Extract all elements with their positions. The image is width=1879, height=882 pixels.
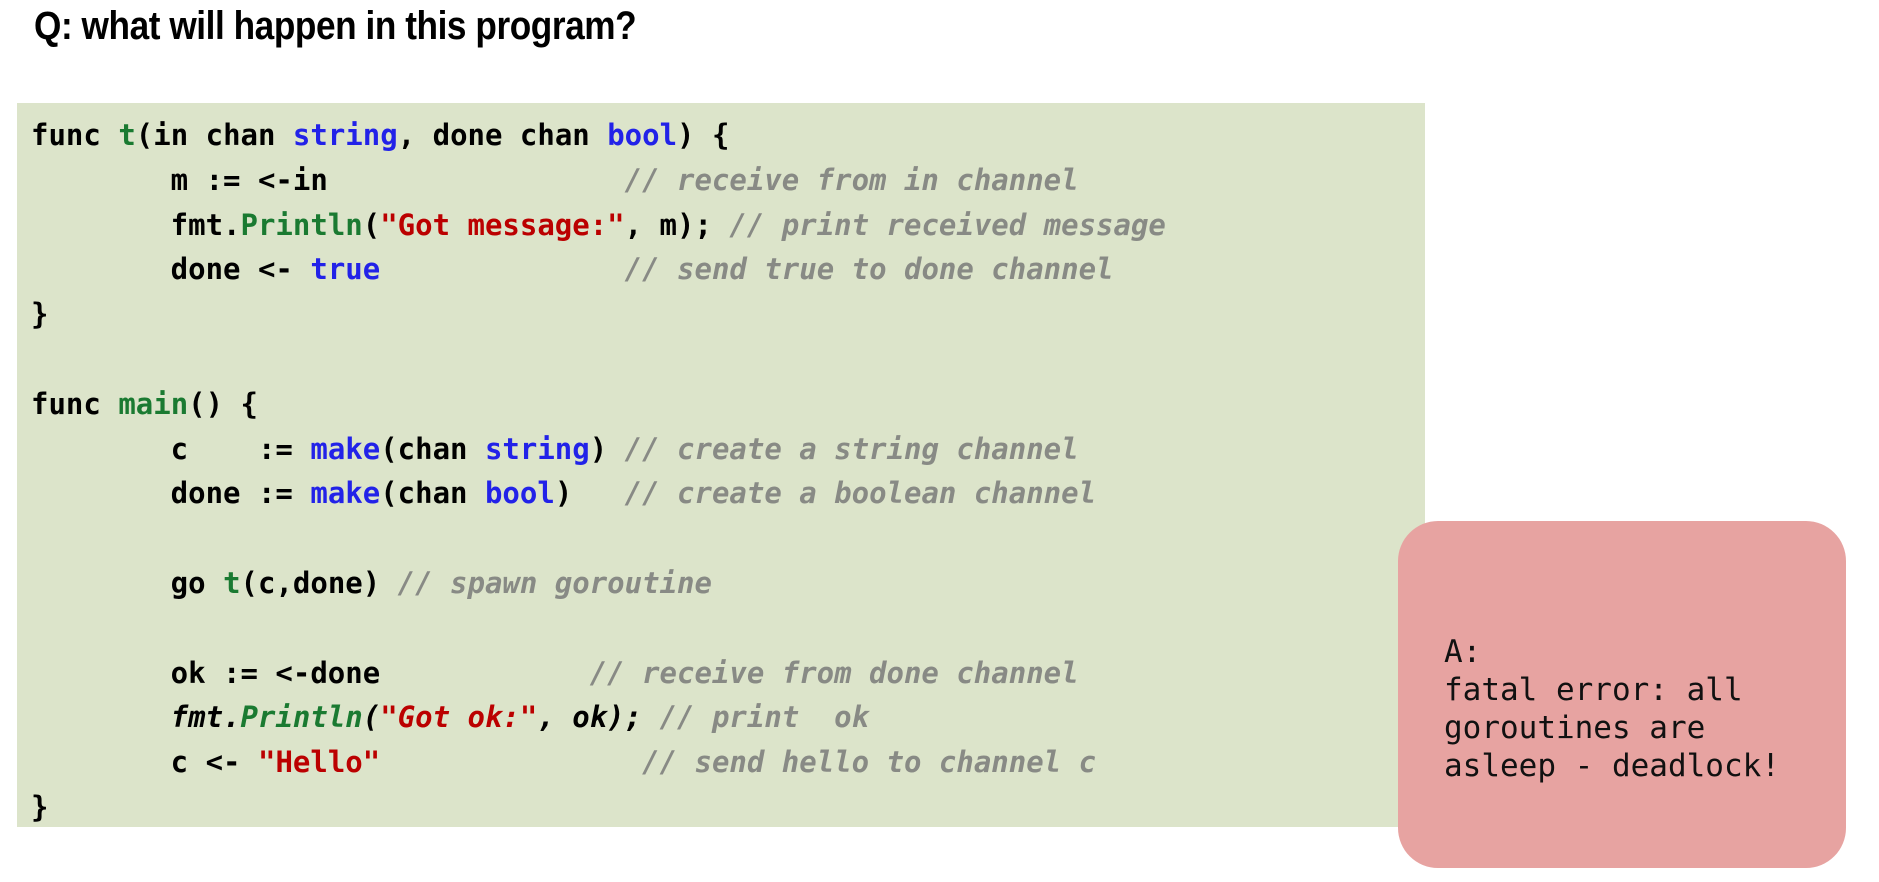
code-token-plain: (in chan — [135, 118, 293, 152]
code-token-plain: func — [31, 118, 119, 152]
code-token-plain: (chan — [380, 431, 485, 466]
code-token-plain: , ok); — [537, 700, 660, 735]
code-token-plain: (chan — [380, 476, 485, 511]
code-token-keyword: true — [310, 252, 381, 287]
code-line: ok := <-done // receive from done channe… — [31, 651, 1425, 696]
code-token-comment: // print received message — [729, 207, 1166, 242]
code-token-plain: c <- — [31, 745, 258, 780]
code-token-plain: go — [31, 565, 224, 600]
code-token-plain: c := — [31, 431, 311, 466]
code-token-plain: } — [31, 297, 49, 332]
code-token-string: "Got message:" — [380, 207, 625, 242]
code-token-plain — [31, 342, 48, 376]
code-token-plain: ok := <-done — [31, 655, 590, 690]
code-token-function: t — [223, 565, 241, 600]
code-line: c := make(chan string) // create a strin… — [31, 427, 1425, 472]
answer-line: A: — [1444, 634, 1482, 670]
code-token-plain: , m); — [624, 207, 730, 242]
code-line: go t(c,done) // spawn goroutine — [31, 561, 1425, 606]
code-token-comment: // send true to done channel — [624, 252, 1114, 287]
code-token-string: "Hello" — [257, 745, 381, 780]
code-token-plain: ( — [362, 207, 381, 242]
code-token-plain: ( — [362, 700, 381, 735]
code-token-plain: , done chan — [397, 118, 608, 152]
code-token-function: t — [118, 118, 136, 152]
code-token-plain: fmt. — [31, 700, 241, 735]
code-token-string: "Got ok:" — [380, 700, 538, 735]
code-token-plain: done <- — [31, 252, 311, 287]
answer-line: fatal error: all — [1444, 672, 1743, 708]
code-line: fmt.Println("Got message:", m); // print… — [31, 203, 1425, 248]
code-token-plain: () { — [188, 386, 258, 421]
code-token-keyword: bool — [484, 476, 555, 511]
code-token-comment: // print ok — [659, 700, 870, 735]
code-token-comment: // send hello to channel c — [642, 745, 1097, 780]
code-token-plain: ) — [589, 431, 625, 466]
code-token-plain: done := — [31, 476, 311, 511]
code-line — [31, 606, 1425, 651]
code-token-comment: // receive from in channel — [624, 162, 1079, 197]
code-line: func t(in chan string, done chan bool) { — [31, 113, 1425, 158]
code-line: func main() { — [31, 382, 1425, 427]
code-lines-container: func t(in chan string, done chan bool) {… — [31, 113, 1425, 830]
answer-line: asleep - deadlock! — [1444, 748, 1780, 784]
code-token-plain: func — [31, 386, 119, 421]
code-token-function: Println — [240, 207, 363, 242]
answer-line: goroutines are — [1444, 710, 1706, 746]
code-line — [31, 337, 1425, 382]
page-title: Q: what will happen in this program? — [34, 4, 637, 48]
code-token-comment: // spawn goroutine — [397, 565, 712, 600]
code-token-plain: ) — [554, 476, 625, 511]
code-token-plain — [31, 521, 48, 555]
code-line: c <- "Hello" // send hello to channel c — [31, 740, 1425, 785]
code-token-keyword: make — [310, 431, 381, 466]
code-token-plain: m := <-in — [31, 162, 625, 197]
code-token-function: main — [118, 386, 189, 421]
code-token-plain: } — [31, 789, 49, 824]
code-token-keyword: make — [310, 476, 381, 511]
code-token-comment: // create a string channel — [624, 431, 1079, 466]
code-token-plain — [31, 611, 48, 645]
code-line: } — [31, 785, 1425, 830]
code-token-plain — [380, 745, 642, 779]
code-line: done <- true // send true to done channe… — [31, 247, 1425, 292]
code-line — [31, 516, 1425, 561]
code-token-plain: fmt. — [31, 207, 241, 242]
code-block: func t(in chan string, done chan bool) {… — [17, 103, 1425, 827]
code-token-comment: // receive from done channel — [589, 655, 1079, 690]
code-token-plain — [380, 252, 624, 286]
code-line: done := make(chan bool) // create a bool… — [31, 471, 1425, 516]
code-line: } — [31, 292, 1425, 337]
code-token-function: Println — [240, 700, 363, 735]
code-token-plain: (c,done) — [240, 565, 398, 600]
code-token-keyword: string — [484, 431, 590, 466]
code-line: m := <-in // receive from in channel — [31, 158, 1425, 203]
code-token-plain: ) { — [677, 118, 730, 152]
code-token-keyword: string — [292, 118, 398, 152]
code-token-keyword: bool — [607, 118, 678, 152]
code-line: fmt.Println("Got ok:", ok); // print ok — [31, 695, 1425, 740]
code-token-comment: // create a boolean channel — [624, 476, 1097, 511]
